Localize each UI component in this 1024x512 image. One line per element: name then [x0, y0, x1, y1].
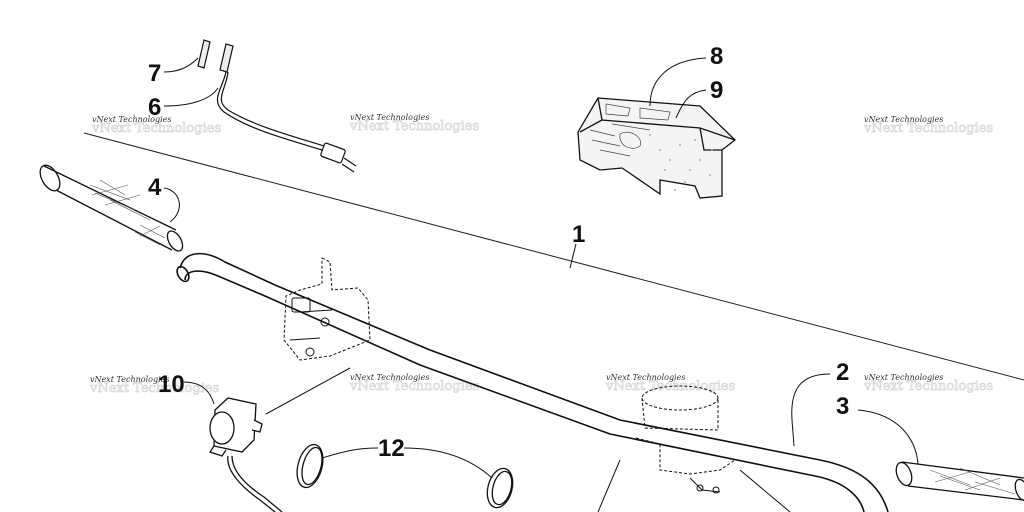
callout-9: 9 [710, 77, 723, 104]
watermark-text: vNext Technologies [92, 115, 171, 124]
watermark-shadow: vNext Technologies [89, 381, 219, 396]
callout-10: 10 [158, 371, 185, 398]
heater-assembly [197, 39, 357, 173]
callout-8: 8 [710, 43, 723, 70]
watermark-text: vNext Technologies [606, 373, 685, 382]
watermark-shadow: vNext Technologies [349, 379, 479, 394]
callout-7: 7 [148, 60, 161, 87]
callout-1: 1 [572, 221, 585, 248]
watermark-6: vNext Technologies vNext Technologies [605, 373, 736, 394]
watermark-3: vNext Technologies vNext Technologies [863, 115, 994, 136]
handlebar [176, 252, 889, 512]
cylinder-leader [597, 459, 621, 512]
watermark-4: vNext Technologies vNext Technologies [89, 375, 220, 396]
watermark-1: vNext Technologies vNext Technologies [91, 115, 222, 136]
pad-assembly [577, 97, 736, 199]
watermark-7: vNext Technologies vNext Technologies [863, 373, 994, 394]
switch-leader [265, 367, 351, 415]
retaining-clip-left [296, 443, 324, 489]
leader-lines [163, 57, 919, 479]
watermark-text: vNext Technologies [350, 113, 429, 122]
watermark-text: vNext Technologies [864, 115, 943, 124]
callout-2: 2 [836, 359, 849, 386]
callout-12: 12 [378, 435, 405, 462]
throttle-bracket [283, 257, 371, 361]
right-grip [895, 461, 1024, 502]
brake-master-cylinder [635, 385, 791, 512]
watermark-5: vNext Technologies vNext Technologies [349, 373, 480, 394]
watermark-group: vNext Technologies vNext Technologies vN… [89, 113, 994, 396]
watermark-shadow: vNext Technologies [91, 121, 221, 136]
callout-labels: 7 6 4 8 9 1 2 3 10 12 [148, 43, 849, 462]
callout-3: 3 [836, 393, 849, 420]
watermark-2: vNext Technologies vNext Technologies [349, 113, 480, 134]
switch-housing [208, 397, 283, 512]
watermark-shadow: vNext Technologies [863, 121, 993, 136]
retaining-clip-right [486, 467, 514, 509]
callout-6: 6 [148, 94, 161, 121]
watermark-text: vNext Technologies [350, 373, 429, 382]
callout-4: 4 [148, 174, 162, 201]
left-grip [39, 164, 184, 252]
watermark-shadow: vNext Technologies [349, 119, 479, 134]
watermark-text: vNext Technologies [864, 373, 943, 382]
reference-line [83, 132, 1024, 381]
watermark-text: vNext Technologies [90, 375, 169, 384]
watermark-shadow: vNext Technologies [863, 379, 993, 394]
